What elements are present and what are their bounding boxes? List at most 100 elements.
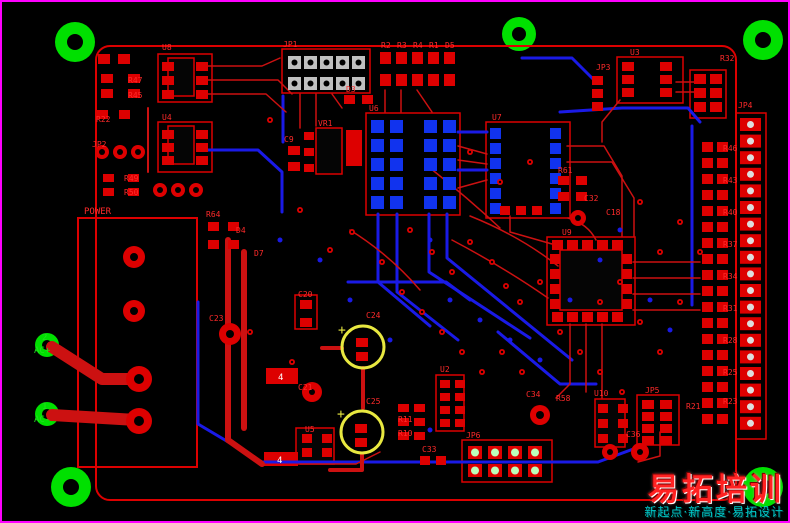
- component-label: R40: [723, 208, 738, 217]
- component-label: POWER: [84, 207, 112, 217]
- component-label: AC+: [34, 346, 51, 356]
- pad: [443, 177, 456, 190]
- component-label: C21: [298, 383, 313, 392]
- pad: [642, 400, 654, 409]
- pad: [622, 284, 632, 294]
- bottom-layer-trace: [496, 330, 598, 386]
- pad-hole: [130, 307, 138, 315]
- pad-hole: [291, 80, 298, 87]
- component-label: JP3: [596, 63, 611, 72]
- via-hole: [328, 248, 332, 252]
- component-label: R31: [723, 304, 738, 313]
- via-hole: [638, 320, 642, 324]
- via-hole: [450, 270, 454, 274]
- pad: [642, 436, 654, 445]
- top-layer-trace: [509, 215, 553, 245]
- component-label: U3: [630, 48, 640, 57]
- pad: [622, 299, 632, 309]
- component-label: D3: [346, 85, 356, 94]
- pad: [196, 156, 208, 165]
- pad-hole: [134, 416, 144, 426]
- pad: [443, 120, 456, 133]
- pad: [717, 286, 728, 296]
- pad: [196, 76, 208, 85]
- pad: [440, 419, 450, 427]
- component-label: R61: [558, 166, 573, 175]
- pad: [302, 448, 312, 457]
- pad: [582, 312, 593, 322]
- component-label: JP5: [645, 386, 660, 395]
- component-label: R64: [206, 210, 221, 219]
- pad: [128, 74, 140, 83]
- pad: [717, 270, 728, 280]
- bottom-layer-via: [277, 237, 283, 243]
- pad: [618, 419, 628, 428]
- pad: [371, 177, 384, 190]
- pad: [371, 120, 384, 133]
- top-layer-trace: [46, 341, 143, 385]
- pad: [196, 90, 208, 99]
- component-outline: [157, 53, 213, 103]
- component-label: R32: [720, 54, 735, 63]
- top-layer-trace: [46, 409, 143, 426]
- via-hole: [380, 260, 384, 264]
- bottom-layer-via: [667, 327, 673, 333]
- copper-fill: [266, 368, 298, 384]
- pad: [558, 192, 569, 201]
- pad: [162, 90, 174, 99]
- pad: [642, 412, 654, 421]
- electrolytic-cap-outline: [340, 324, 386, 370]
- via-hole: [468, 240, 472, 244]
- pad-hole: [307, 59, 314, 66]
- bottom-layer-via: [537, 357, 543, 363]
- component-label: R4: [413, 41, 423, 50]
- pad: [550, 299, 560, 309]
- pad-hole: [339, 59, 346, 66]
- via-hole: [430, 250, 434, 254]
- pad-hole: [99, 149, 105, 155]
- component-label: R1: [429, 41, 439, 50]
- component-label: C23: [209, 314, 224, 323]
- pad-hole: [307, 80, 314, 87]
- pad-hole: [747, 237, 754, 245]
- pad-hole: [135, 149, 141, 155]
- bottom-layer-trace: [203, 148, 284, 214]
- pad: [344, 95, 355, 104]
- pad: [228, 240, 239, 249]
- pad: [660, 75, 672, 84]
- component-label: R58: [556, 394, 571, 403]
- pad: [440, 393, 450, 401]
- pad: [702, 366, 713, 376]
- pad-hole: [355, 80, 362, 87]
- top-layer-trace: [469, 215, 559, 267]
- pad: [371, 139, 384, 152]
- bottom-layer-trace: [418, 446, 638, 464]
- pad-hole: [747, 320, 754, 328]
- pad: [490, 128, 501, 139]
- pad-hole: [747, 270, 754, 278]
- via-hole: [268, 118, 272, 122]
- pad: [396, 52, 407, 64]
- pad-hole: [747, 336, 754, 344]
- pad: [196, 130, 208, 139]
- pad: [424, 158, 437, 171]
- pad: [443, 196, 456, 209]
- pad: [717, 318, 728, 328]
- mounting-hole-center: [755, 479, 771, 495]
- via-hole: [520, 370, 524, 374]
- top-layer-trace: [429, 167, 501, 229]
- pad: [702, 302, 713, 312]
- pad-hole: [747, 287, 754, 294]
- component-label: R28: [723, 336, 738, 345]
- pad: [516, 206, 526, 215]
- pad: [702, 206, 713, 216]
- component-label: U6: [369, 104, 379, 113]
- pad: [424, 177, 437, 190]
- electrolytic-cap-outline: [339, 409, 385, 455]
- pad: [414, 404, 425, 412]
- component-label: C18: [606, 208, 621, 217]
- via-hole: [620, 390, 624, 394]
- pad: [702, 350, 713, 360]
